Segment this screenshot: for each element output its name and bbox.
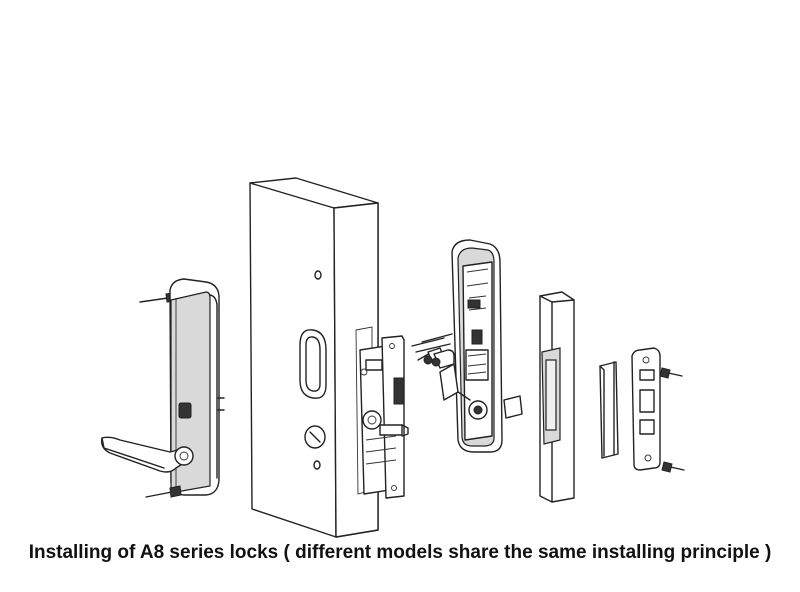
inner-panel [439,239,523,453]
strike-plate [631,347,661,471]
door-spindle-hole [304,425,326,449]
rotary-knob [178,402,192,419]
door-hole-bottom [313,460,321,470]
lock-cylinder [417,347,455,369]
mounting-screw-bottom-left [145,485,182,498]
door-block [249,177,379,538]
door-slot [299,329,327,399]
strike-box [539,291,575,503]
strike-screws [659,367,685,473]
lever-handle [100,436,194,473]
door-hole-top [314,270,322,280]
diagram-caption: Installing of A8 series locks ( differen… [28,542,772,563]
connecting-bolts [411,333,453,353]
strike-plate-box [599,361,619,459]
mortise-lock-body [359,335,409,499]
outer-handle-panel [100,278,225,498]
